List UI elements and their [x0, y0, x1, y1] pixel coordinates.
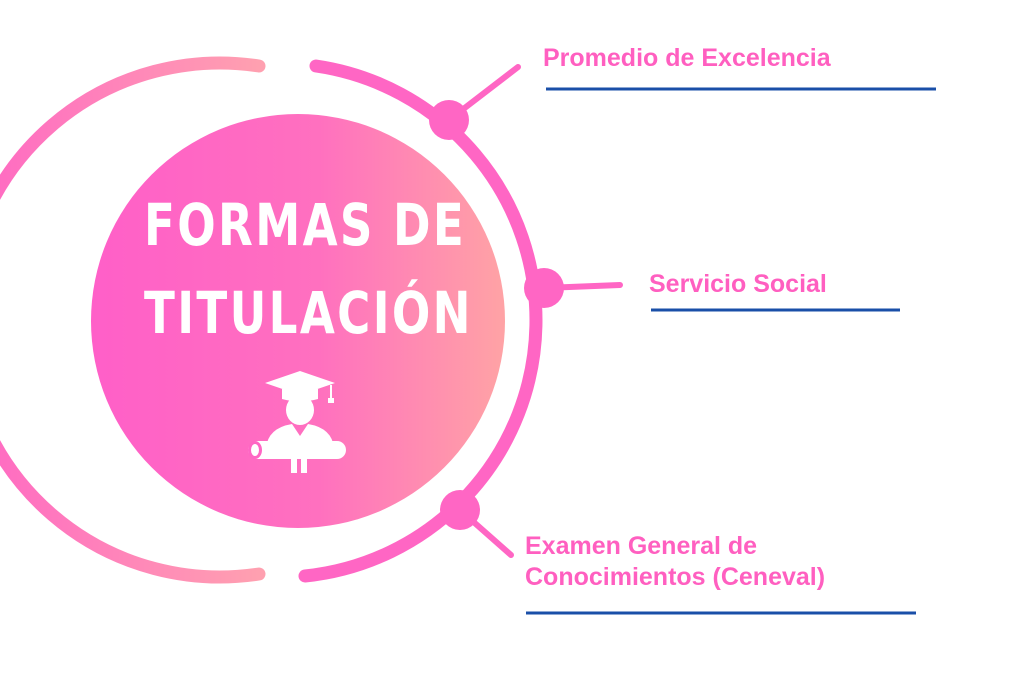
center-circle: [91, 114, 505, 528]
outer-ring-left-arc: [0, 56, 266, 584]
title-line-1: FORMAS DE: [144, 191, 467, 259]
option-label-examen-general: Examen General de Conocimientos (Ceneval…: [525, 532, 826, 591]
connector-node-3: [440, 490, 480, 530]
connector-node-2: [524, 268, 564, 308]
option-label-promedio: Promedio de Excelencia: [543, 44, 831, 72]
option-label-servicio-social: Servicio Social: [649, 270, 827, 298]
connector-node-1: [429, 100, 469, 140]
outer-ring-right-arc: [298, 59, 543, 583]
graduate-with-diploma-icon: [248, 371, 346, 473]
title-line-2: TITULACIÓN: [144, 279, 473, 347]
